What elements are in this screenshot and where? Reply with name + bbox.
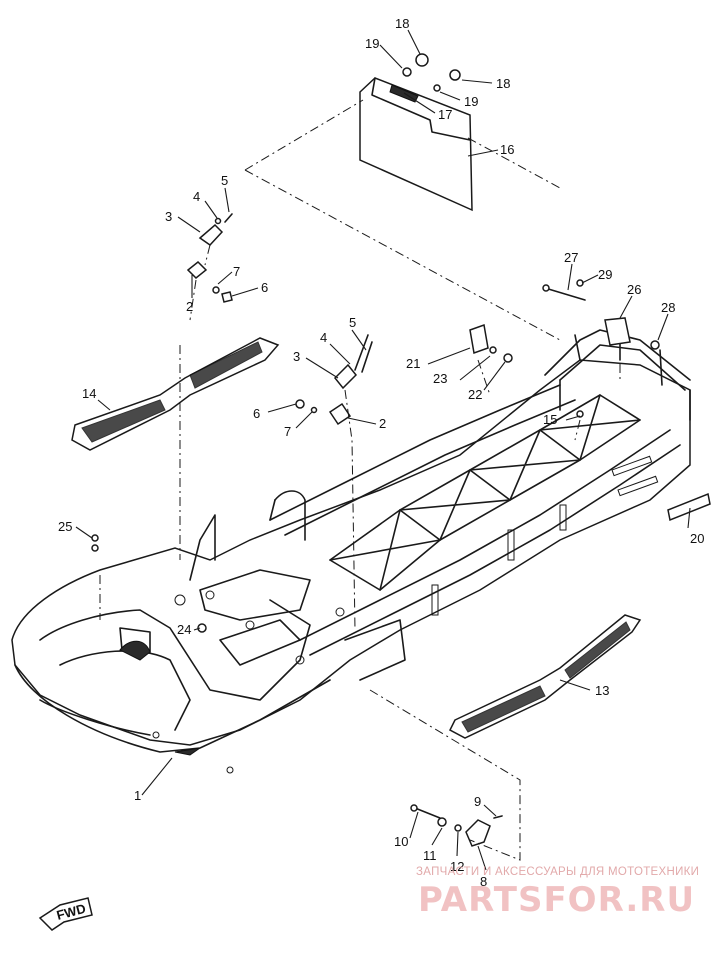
callout-16: 16 [500, 142, 514, 157]
callout-23: 23 [433, 371, 447, 386]
callout-6: 6 [253, 406, 260, 421]
fwd-label: FWD [55, 901, 87, 923]
callout-15: 15 [543, 412, 557, 427]
callout-4: 4 [193, 189, 200, 204]
callout-24: 24 [177, 622, 191, 637]
running-board-left [71, 337, 280, 451]
callout-8: 8 [480, 874, 487, 889]
watermark-site: PARTSFOR.RU [418, 880, 696, 920]
callout-13: 13 [595, 683, 609, 698]
callout-6: 6 [261, 280, 268, 295]
callout-9: 9 [474, 794, 481, 809]
callout-numbers: 18 19 18 19 17 16 5 4 3 7 6 2 5 4 3 6 7 … [58, 16, 704, 889]
callout-21: 21 [406, 356, 420, 371]
callout-26: 26 [627, 282, 641, 297]
callout-7: 7 [284, 424, 291, 439]
callout-20: 20 [690, 531, 704, 546]
callout-18: 18 [496, 76, 510, 91]
callout-14: 14 [82, 386, 96, 401]
callout-5: 5 [221, 173, 228, 188]
leader-lines [75, 29, 691, 871]
callout-29: 29 [598, 267, 612, 282]
callout-22: 22 [468, 387, 482, 402]
callout-17: 17 [438, 107, 452, 122]
callout-18: 18 [395, 16, 409, 31]
callout-2: 2 [379, 416, 386, 431]
callout-3: 3 [293, 349, 300, 364]
callout-2: 2 [186, 299, 193, 314]
callout-5: 5 [349, 315, 356, 330]
chassis-frame [11, 329, 691, 774]
callout-25: 25 [58, 519, 72, 534]
running-board-right [449, 614, 642, 739]
watermark-tagline: ЗАПЧАСТИ И АКСЕССУАРЫ ДЛЯ МОТОТЕХНИКИ [416, 866, 700, 878]
callout-3: 3 [165, 209, 172, 224]
callout-7: 7 [233, 264, 240, 279]
callout-19: 19 [365, 36, 379, 51]
callout-28: 28 [661, 300, 675, 315]
callout-4: 4 [320, 330, 327, 345]
callout-1: 1 [134, 788, 141, 803]
callout-27: 27 [564, 250, 578, 265]
callout-19: 19 [464, 94, 478, 109]
callout-10: 10 [394, 834, 408, 849]
callout-11: 11 [423, 848, 437, 863]
callout-12: 12 [450, 859, 464, 874]
hardware-parts [38, 53, 711, 931]
assembly-lines [99, 99, 621, 861]
